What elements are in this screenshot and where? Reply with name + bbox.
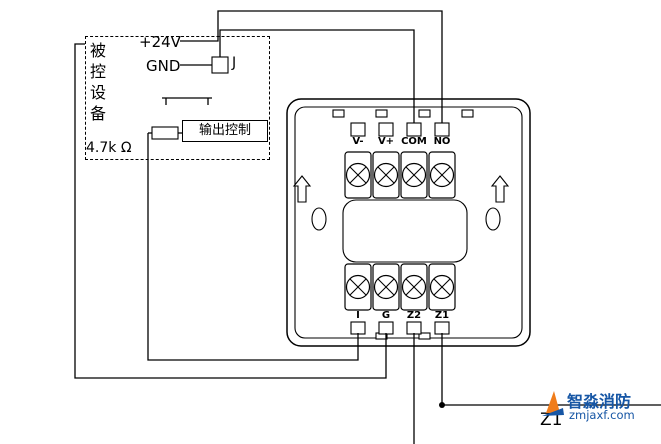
- terminal-label-com: COM: [401, 136, 427, 147]
- top-lug-v-plus: [378, 122, 394, 137]
- up-arrow-icon: [490, 175, 510, 203]
- wire-terminal-g-to-device: [74, 43, 387, 379]
- top-lug-no: [434, 122, 450, 137]
- terminal-label-z2: Z2: [406, 310, 422, 321]
- output-control-box: 输出控制: [182, 120, 268, 142]
- bottom-lug-g: [378, 321, 394, 335]
- terminal-label-no: NO: [433, 136, 451, 147]
- wire-relay-to-com: [219, 29, 415, 123]
- terminal-label-i: I: [356, 310, 360, 321]
- brand-site: zmjaxf.com: [569, 408, 635, 422]
- gnd-label: GND: [146, 57, 181, 75]
- top-slot-3: [418, 109, 431, 118]
- bottom-lug-i: [350, 321, 366, 335]
- terminal-label-v-plus: V+: [377, 136, 395, 147]
- module-center-opening: [342, 199, 468, 263]
- relay-coil-box: [211, 56, 229, 74]
- right-oval-hole: [485, 207, 501, 231]
- terminal-label-z1: Z1: [434, 310, 450, 321]
- wire-24v-to-no: [180, 10, 443, 123]
- terminal-label-g: G: [381, 310, 391, 321]
- top-lug-v-minus: [350, 122, 366, 137]
- bottom-lug-z2: [406, 321, 422, 335]
- relay-j-label: J: [232, 55, 237, 71]
- bottom-terminal-block-row: [344, 263, 456, 311]
- eol-resistor: [151, 126, 179, 140]
- top-slot-2: [375, 109, 388, 118]
- bottom-slot-2: [418, 332, 431, 340]
- top-terminal-block-row: [344, 151, 456, 199]
- controlled-device-dashed-box: [85, 36, 270, 160]
- module-inner-shell: [294, 106, 523, 339]
- connector-symbol: [162, 97, 212, 105]
- top-lug-com: [406, 122, 422, 137]
- top-slot-1: [332, 109, 345, 118]
- top-slot-4: [461, 109, 474, 118]
- brand-flame-icon: [542, 391, 564, 416]
- up-arrow-icon: [292, 175, 312, 203]
- wire-resistor-to-terminal-i: [147, 133, 359, 361]
- controlled-device-label: 被控设备: [87, 42, 106, 126]
- terminal-label-v-minus: V-: [352, 136, 364, 147]
- resistor-value-label: 4.7k Ω: [86, 140, 132, 156]
- left-oval-hole: [311, 207, 327, 231]
- bottom-lug-z1: [434, 321, 450, 335]
- power-24v-label: +24V: [139, 33, 181, 51]
- brand-name: 智淼消防: [567, 392, 632, 411]
- bus-junction-dot: [439, 402, 445, 408]
